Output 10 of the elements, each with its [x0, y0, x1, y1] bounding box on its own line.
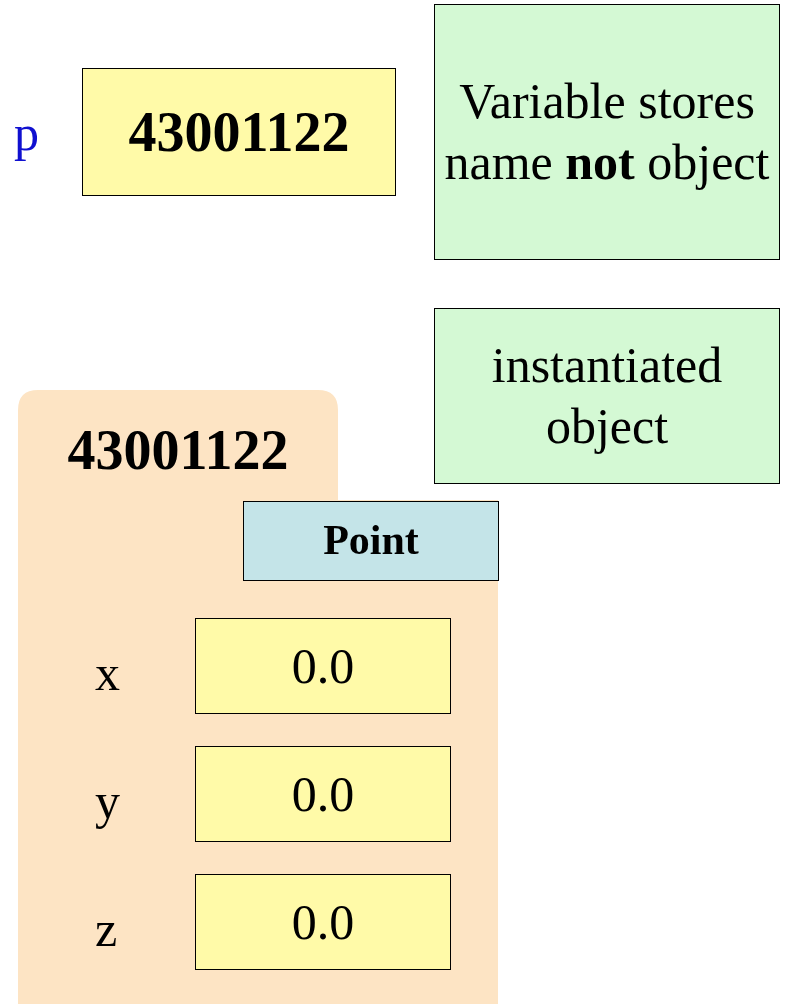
variable-value-box: 43001122: [82, 68, 396, 196]
object-id: 43001122: [66, 420, 290, 482]
class-name-box: Point: [243, 501, 499, 581]
note-box: Variable stores name not object: [434, 4, 780, 260]
field-value-box: 0.0: [195, 746, 451, 842]
field-name: x: [95, 648, 120, 698]
field-value-box: 0.0: [195, 618, 451, 714]
field-value-box: 0.0: [195, 874, 451, 970]
field-name: z: [95, 904, 118, 954]
note-box: instantiated object: [434, 308, 780, 484]
